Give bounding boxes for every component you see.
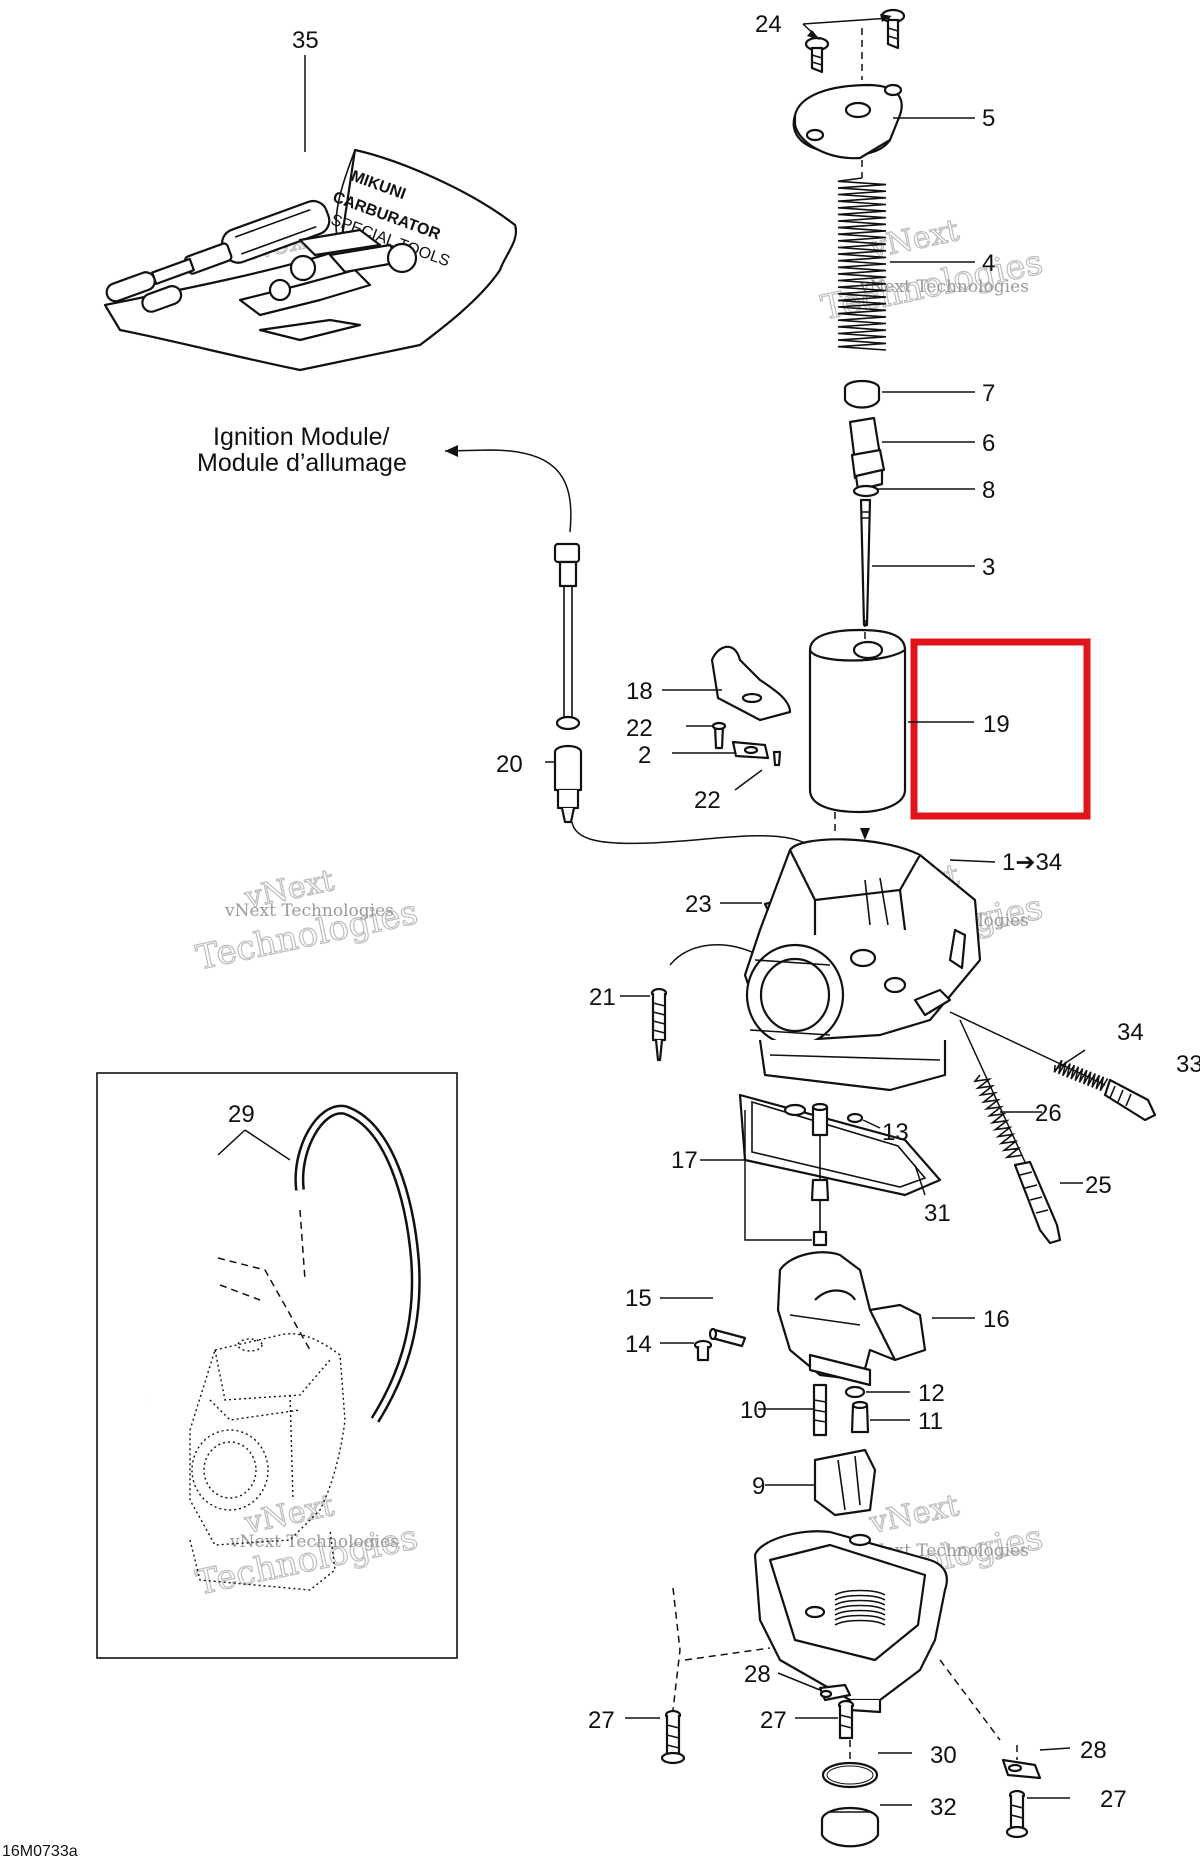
callout-31: 31 (924, 1200, 951, 1227)
callout-4: 4 (982, 250, 995, 277)
screw-21 (650, 987, 668, 1062)
watermark-top-right: vNext Technologies (817, 212, 1047, 328)
watermark-small: vNext Technologies (859, 277, 1029, 297)
callout-15: 15 (625, 1285, 652, 1312)
callout-6: 6 (982, 430, 995, 457)
callout-22-upper: 22 (626, 715, 653, 742)
callout-28-right: 28 (1080, 1737, 1107, 1764)
right-parts (973, 1059, 1157, 1245)
callout-20: 20 (496, 751, 523, 778)
left-parts (444, 445, 816, 1062)
callout-28-left: 28 (744, 1661, 771, 1688)
assembly-lines (672, 28, 1018, 1760)
leader-lines (217, 14, 1106, 1806)
callout-11: 11 (918, 1408, 943, 1435)
callout-5: 5 (982, 105, 995, 132)
carburetor-body (743, 838, 982, 1092)
callout-17: 17 (671, 1147, 698, 1174)
watermark-word: Technologies (193, 1517, 421, 1603)
callout-2: 2 (638, 742, 651, 769)
float-bowl (753, 1530, 948, 1714)
callout-22-lower: 22 (694, 787, 721, 814)
ignition-module-note: Ignition Module/ Module d’allumage (197, 423, 407, 477)
callout-29: 29 (228, 1101, 255, 1128)
top-cap (792, 83, 903, 160)
watermark-small: vNext Technologies (224, 901, 394, 921)
callout-labels: 24 5 4 7 6 8 3 19 18 22 2 22 20 1➔34 23 … (228, 11, 1200, 1821)
callout-10: 10 (740, 1397, 767, 1424)
callout-3: 3 (982, 554, 995, 581)
inset-box (96, 1072, 458, 1659)
sensor-20 (553, 744, 583, 824)
callout-27-right: 27 (1100, 1786, 1127, 1813)
callout-16: 16 (983, 1306, 1010, 1333)
callout-33: 33 (1176, 1051, 1200, 1078)
callout-26: 26 (1035, 1100, 1062, 1127)
diagram-code: 16M0733a (2, 1843, 78, 1860)
jet-needle (859, 498, 872, 627)
callout-18: 18 (626, 678, 653, 705)
callout-34: 34 (1117, 1019, 1144, 1046)
watermark-small: vNext Technologies (229, 1532, 399, 1552)
callout-13: 13 (882, 1119, 909, 1146)
callout-9: 9 (752, 1473, 765, 1500)
spring (837, 177, 887, 351)
callout-23: 23 (685, 891, 712, 918)
callout-1-to-34: 1➔34 (1002, 849, 1062, 876)
callout-8: 8 (982, 477, 995, 504)
watermark-brand: vNext (866, 1488, 962, 1541)
needle-holder (848, 416, 886, 492)
callout-32: 32 (930, 1794, 957, 1821)
seal-7 (843, 379, 881, 409)
tool-kit: MIKUNI CARBURATOR SPECIAL TOOLS (103, 148, 518, 372)
note-line-2: Module d’allumage (197, 449, 407, 477)
callout-25: 25 (1085, 1172, 1112, 1199)
note-line-1: Ignition Module/ (213, 423, 390, 451)
highlight-box (910, 638, 1091, 820)
bottom-parts (660, 1683, 1042, 1848)
clip-8 (852, 484, 880, 498)
callout-24: 24 (755, 11, 782, 38)
float-assembly (693, 1093, 942, 1517)
callout-7: 7 (982, 380, 995, 407)
callout-30: 30 (930, 1742, 957, 1769)
callout-19: 19 (983, 711, 1010, 738)
top-parts (792, 8, 907, 814)
throttle-slide (808, 628, 907, 814)
callout-14: 14 (625, 1331, 652, 1358)
callout-35: 35 (292, 27, 319, 54)
callout-27-mid: 27 (760, 1707, 787, 1734)
callout-21: 21 (589, 984, 616, 1011)
callout-12: 12 (918, 1380, 945, 1407)
callout-27-left: 27 (588, 1707, 615, 1734)
screw-24-left (804, 36, 830, 74)
